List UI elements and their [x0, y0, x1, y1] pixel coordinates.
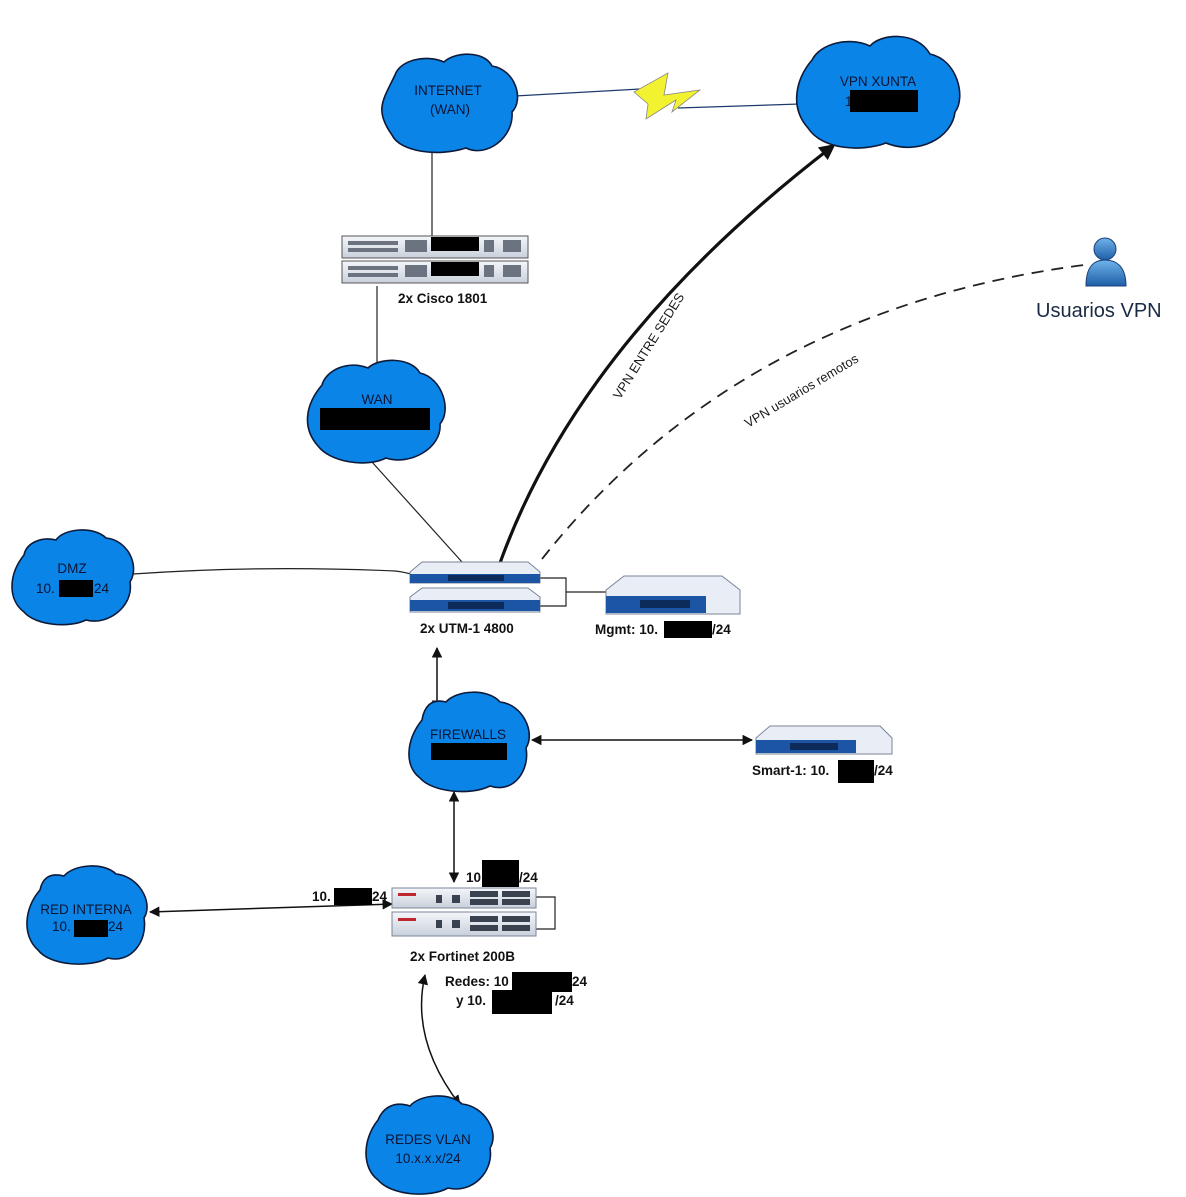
redaction-box: [492, 990, 552, 1014]
cloud-wan: WAN: [306, 359, 446, 464]
link-dmz-utm: [132, 568, 421, 579]
fortinet-left-ip-prefix: 10.: [312, 889, 331, 904]
link-label-vpn-usuarios: VPN usuarios remotos: [742, 350, 862, 430]
cloud-dmz-ip-suffix: 24: [94, 581, 110, 596]
device-cisco-1801: 2x Cisco 1801: [341, 235, 529, 306]
smart1-label-prefix: Smart-1: 10.: [752, 763, 829, 778]
cloud-internet-subtitle: (WAN): [430, 102, 470, 117]
redaction-box: [664, 621, 712, 638]
cloud-icon: [365, 1095, 494, 1195]
fortinet-unit-bottom: [391, 911, 537, 937]
redaction-box: [838, 760, 874, 783]
link-wan-utm: [371, 461, 463, 563]
redaction-box: [431, 237, 479, 251]
link-utm-mgmt: [538, 577, 567, 607]
fortinet-bracket: [534, 896, 556, 930]
cloud-redes-vlan-title: REDES VLAN: [385, 1132, 471, 1147]
lightning-bolt: [633, 72, 702, 120]
redaction-box: [320, 408, 430, 430]
fortinet-redes-prefix: Redes: 10: [445, 974, 509, 989]
cloud-red-interna-ip-prefix: 10.: [52, 919, 71, 934]
cisco-label: 2x Cisco 1801: [398, 291, 488, 306]
connections: [132, 72, 1085, 1106]
cloud-internet-title: INTERNET: [414, 83, 482, 98]
redaction-box: [334, 888, 372, 905]
device-smart-1: Smart-1: 10. /24: [752, 725, 893, 783]
utm-label: 2x UTM-1 4800: [420, 621, 514, 636]
redaction-box: [850, 90, 918, 112]
fortinet-label: 2x Fortinet 200B: [410, 949, 515, 964]
cloud-icon: [26, 865, 148, 965]
usuarios-vpn-label: Usuarios VPN: [1036, 300, 1162, 322]
redaction-box: [512, 972, 572, 992]
fortinet-y-suffix: /24: [555, 993, 574, 1008]
redaction-box: [431, 743, 507, 760]
redaction-box: [74, 920, 108, 937]
user-icon: [1085, 237, 1127, 287]
cloud-red-interna: RED INTERNA 10. 24: [26, 865, 148, 965]
cloud-wan-title: WAN: [362, 392, 393, 407]
cloud-dmz: DMZ 10. 24: [11, 529, 135, 626]
cloud-icon: [11, 529, 135, 626]
fortinet-redes-suffix: 24: [572, 974, 588, 989]
fortinet-top-ip-suffix: /24: [519, 870, 538, 885]
cloud-vpn-xunta-ip: 1: [845, 94, 853, 109]
cloud-icon: [381, 53, 519, 154]
device-mgmt: Mgmt: 10. /24: [595, 575, 741, 638]
cloud-firewalls-title: FIREWALLS: [430, 727, 506, 742]
cloud-vpn-xunta-title: VPN XUNTA: [840, 74, 916, 89]
cloud-redes-vlan: REDES VLAN 10.x.x.x/24: [365, 1095, 494, 1195]
cloud-dmz-ip-prefix: 10.: [36, 581, 55, 596]
usuarios-vpn: Usuarios VPN: [1036, 237, 1162, 322]
link-vpn-internet: [677, 103, 801, 109]
cloud-vpn-xunta: VPN XUNTA 1: [795, 35, 961, 149]
cloud-icon: [408, 691, 531, 793]
mgmt-label-prefix: Mgmt: 10.: [595, 622, 658, 637]
cloud-internet: INTERNET (WAN): [381, 53, 519, 154]
cloud-red-interna-ip-suffix: 24: [108, 919, 124, 934]
link-vpn-usuarios: [541, 264, 1085, 560]
fortinet-unit-top: [391, 887, 537, 909]
fortinet-y-prefix: y 10.: [456, 993, 486, 1008]
redaction-box: [59, 580, 93, 597]
cloud-redes-vlan-ip: 10.x.x.x/24: [395, 1151, 461, 1166]
smart1-label-suffix: /24: [874, 763, 893, 778]
link-label-vpn-entre-sedes: VPN ENTRE SEDES: [610, 290, 688, 402]
cloud-firewalls: FIREWALLS: [408, 691, 531, 793]
cloud-dmz-title: DMZ: [57, 561, 86, 576]
redaction-box: [482, 860, 519, 887]
link-fortinet-vlan: [417, 973, 461, 1106]
link-redinterna-fortinet: [148, 899, 394, 917]
mgmt-label-suffix: /24: [712, 622, 731, 637]
fortinet-top-ip-prefix: 10: [466, 870, 481, 885]
redaction-box: [431, 262, 479, 276]
link-vpn-entre-sedes: [498, 144, 836, 564]
link-internet-vpn: [514, 88, 641, 97]
fortinet-left-ip-suffix: 24: [372, 889, 388, 904]
device-fortinet-200b: 2x Fortinet 200B 10. 24 10 /24 Redes: 10…: [312, 860, 588, 1014]
cloud-red-interna-title: RED INTERNA: [40, 902, 132, 917]
device-utm-1-4800: 2x UTM-1 4800: [409, 561, 541, 636]
